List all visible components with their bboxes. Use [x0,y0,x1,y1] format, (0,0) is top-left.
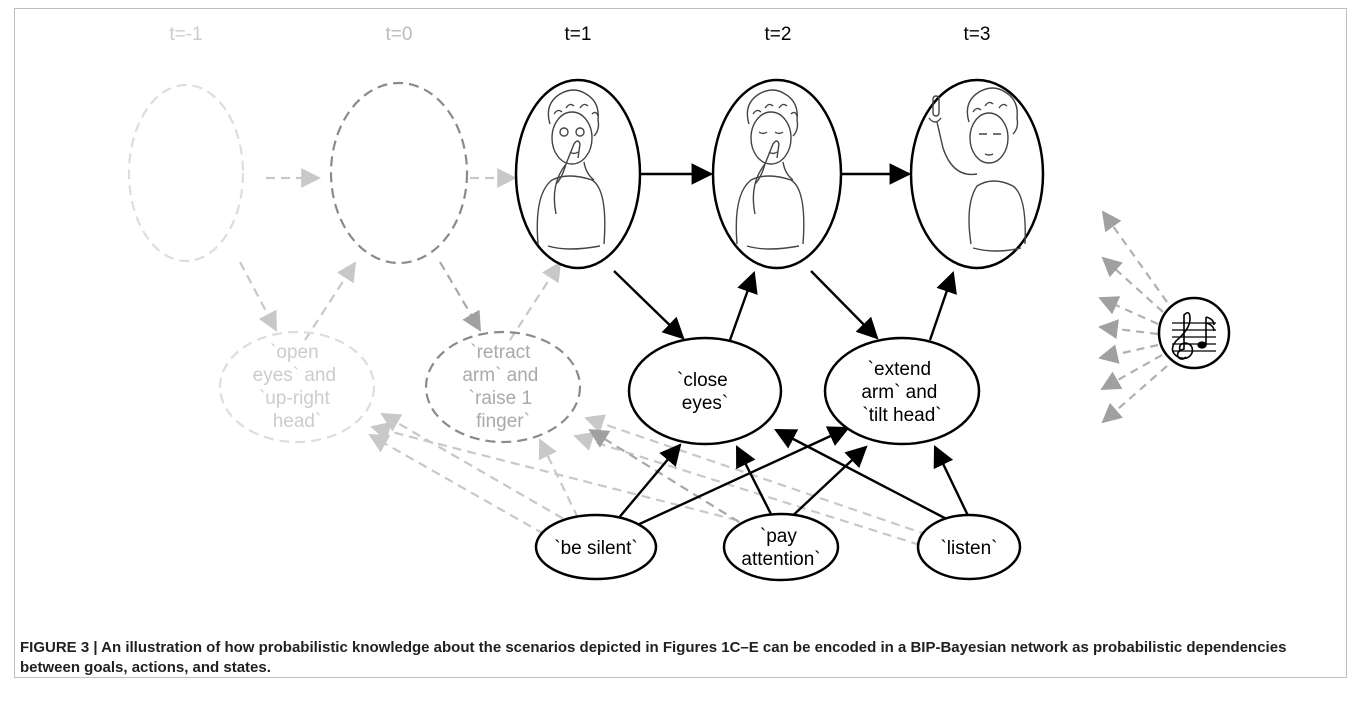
time-label-1: t=1 [565,24,592,45]
action-node-t2 [823,336,981,446]
time-label-3: t=3 [964,24,991,45]
treble-clef-music-note-icon [1171,311,1216,360]
goal-label-listen: `listen` [940,538,997,559]
action-node-t1 [627,336,783,446]
bayesian-network-diagram: t=-1 t=0 t=1 t=2 t=3 [127,24,1231,582]
music-output-arrows [1098,210,1168,424]
state-node-t1 [514,78,642,270]
faded-arrows [239,168,929,547]
person-finger-on-lips-eyes-closed-icon [735,89,805,250]
person-finger-on-lips-icon [536,89,606,250]
state-node-t-minus-1 [127,83,245,263]
action-label-open-eyes: `open eyes` and `up-right head` [253,342,342,432]
music-node [1157,296,1231,370]
time-label-minus-1: t=-1 [169,24,202,45]
caption-text: An illustration of how probabilistic kno… [20,639,1287,676]
goal-node-pay-attention [722,512,840,582]
person-raised-finger-icon [928,87,1026,252]
time-label-0: t=0 [386,24,413,45]
action-label-close-eyes: `close eyes` [677,370,733,414]
goal-label-pay-attention: `pay attention` [741,526,820,570]
state-node-t0 [329,81,469,265]
action-node-t0 [424,330,582,444]
action-label-extend-arm: `extend arm` and `tilt head` [861,359,942,426]
state-node-t2 [711,78,843,270]
caption-label: FIGURE 3 | [20,639,102,656]
figure-caption: FIGURE 3 | An illustration of how probab… [20,638,1340,678]
time-label-2: t=2 [765,24,792,45]
action-label-retract-arm: `retract arm` and `raise 1 finger` [462,342,543,432]
active-arrows [611,163,974,534]
goal-label-be-silent: `be silent` [554,538,637,559]
figure-frame [14,8,1347,678]
action-node-t-minus-1 [218,330,376,444]
mid-gray-arrows [439,261,753,531]
goal-node-be-silent [534,513,658,581]
goal-node-listen [916,513,1022,581]
